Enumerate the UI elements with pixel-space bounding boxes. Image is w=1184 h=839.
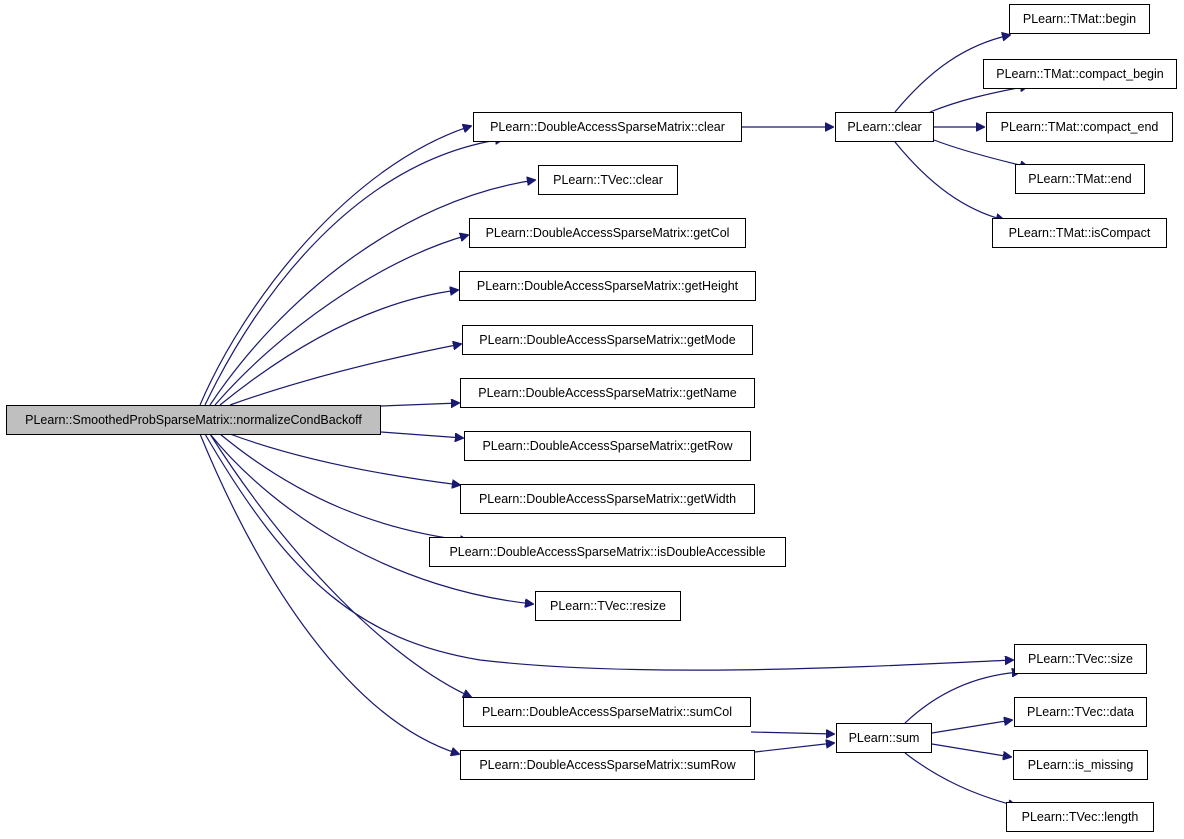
edge-root-to-sumRow — [199, 433, 459, 754]
edge-plearn_sum-to-tvec_data — [931, 720, 1012, 734]
edge-plearn_clear-to-tmat_end — [933, 139, 1028, 167]
edge-root-to-tvec_size — [204, 433, 1013, 671]
node-plearn-sum[interactable]: PLearn::sum — [836, 723, 932, 753]
edge-plearn_clear-to-tmat_isCompact — [894, 141, 1004, 220]
node-tmat-end[interactable]: PLearn::TMat::end — [1015, 164, 1145, 194]
node-plearn-clear[interactable]: PLearn::clear — [835, 112, 934, 142]
node-tmat-compact-end[interactable]: PLearn::TMat::compact_end — [986, 112, 1173, 142]
node-is-missing[interactable]: PLearn::is_missing — [1013, 750, 1148, 780]
edge-plearn_sum-to-tvec_size — [904, 672, 1020, 724]
node-sumCol[interactable]: PLearn::DoubleAccessSparseMatrix::sumCol — [463, 697, 751, 727]
node-getRow[interactable]: PLearn::DoubleAccessSparseMatrix::getRow — [464, 431, 751, 461]
node-getCol[interactable]: PLearn::DoubleAccessSparseMatrix::getCol — [469, 218, 746, 248]
node-getHeight[interactable]: PLearn::DoubleAccessSparseMatrix::getHei… — [459, 271, 756, 301]
edge-root-to-dasm_clear — [199, 126, 471, 406]
edge-root-to-sumCol — [209, 433, 471, 697]
edge-root-to-getHeight — [219, 290, 458, 406]
edge-sumRow-to-plearn_sum — [754, 743, 834, 753]
edge-sumCol-to-plearn_sum — [750, 732, 834, 734]
node-tvec-clear[interactable]: PLearn::TVec::clear — [538, 165, 678, 195]
node-getMode[interactable]: PLearn::DoubleAccessSparseMatrix::getMod… — [462, 325, 753, 355]
node-isDoubleAccessible[interactable]: PLearn::DoubleAccessSparseMatrix::isDoub… — [429, 537, 786, 567]
node-root[interactable]: PLearn::SmoothedProbSparseMatrix::normal… — [6, 405, 381, 435]
edge-plearn_sum-to-tvec_length — [904, 752, 1016, 806]
edge-root-to-tvec_resize — [209, 433, 533, 604]
node-tmat-begin[interactable]: PLearn::TMat::begin — [1009, 4, 1150, 34]
node-tvec-size[interactable]: PLearn::TVec::size — [1014, 644, 1147, 674]
node-tvec-resize[interactable]: PLearn::TVec::resize — [535, 591, 681, 621]
node-tvec-length[interactable]: PLearn::TVec::length — [1006, 802, 1154, 832]
edge-plearn_sum-to-is_missing — [931, 743, 1011, 757]
edge-root-to-getCol — [214, 235, 468, 406]
edge-root-to-dasm_clear — [204, 139, 503, 406]
node-sumRow[interactable]: PLearn::DoubleAccessSparseMatrix::sumRow — [460, 750, 755, 780]
edge-root-to-getMode — [229, 344, 461, 406]
node-tvec-data[interactable]: PLearn::TVec::data — [1014, 697, 1147, 727]
edge-root-to-tvec_clear — [209, 180, 535, 406]
edge-root-to-isDoubleAccessible — [219, 433, 468, 541]
node-getWidth[interactable]: PLearn::DoubleAccessSparseMatrix::getWid… — [460, 484, 755, 514]
node-dasm-clear[interactable]: PLearn::DoubleAccessSparseMatrix::clear — [473, 112, 742, 142]
edge-root-to-getRow — [380, 431, 463, 438]
node-getName[interactable]: PLearn::DoubleAccessSparseMatrix::getNam… — [460, 378, 755, 408]
node-tmat-isCompact[interactable]: PLearn::TMat::isCompact — [992, 218, 1167, 248]
node-tmat-compact-begin[interactable]: PLearn::TMat::compact_begin — [983, 59, 1177, 89]
edge-root-to-getName — [380, 403, 459, 406]
edge-plearn_clear-to-tmat_compact_begin — [929, 86, 1028, 113]
edge-plearn_clear-to-tmat_begin — [894, 35, 1010, 113]
edge-root-to-getWidth — [229, 433, 460, 485]
